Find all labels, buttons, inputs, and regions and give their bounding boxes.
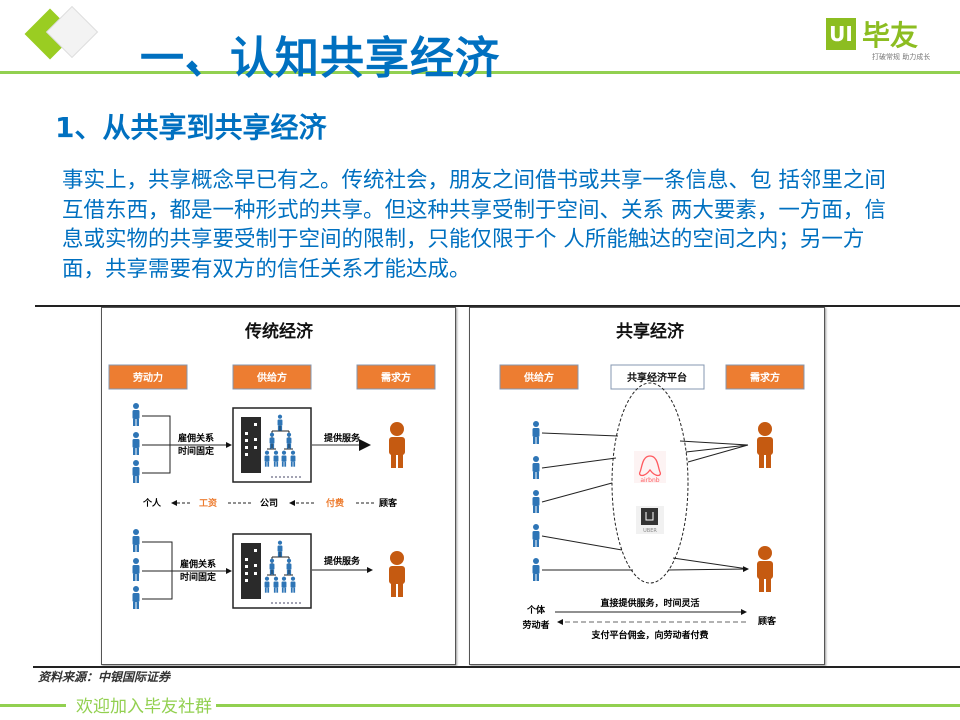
- svg-text:需求方: 需求方: [750, 371, 780, 384]
- customer-icon: [757, 546, 773, 592]
- section-subtitle: 1、从共享到共享经济: [55, 111, 327, 144]
- sharing-title: 共享经济: [616, 321, 685, 342]
- footer-text: 欢迎加入毕友社群: [76, 697, 212, 717]
- traditional-economy-diagram: 传统经济 劳动力 供给方 需求方 雇佣关系 时间固定 提供服务 个人 工资 公司…: [101, 307, 456, 665]
- logo: UI 毕友 打破常规 助力成长: [826, 14, 930, 62]
- svg-text:需求方: 需求方: [381, 371, 411, 384]
- company-building-icon: [233, 408, 311, 482]
- svg-text:供给方: 供给方: [523, 371, 554, 384]
- svg-text:劳动力: 劳动力: [133, 371, 163, 384]
- commission-text: 支付平台佣金，向劳动者付费: [590, 629, 708, 641]
- svg-text:airbnb: airbnb: [640, 477, 659, 484]
- customer-icon: [757, 422, 773, 468]
- customer-label: 顾客: [758, 615, 777, 627]
- svg-text:提供服务: 提供服务: [324, 432, 361, 444]
- svg-text:顾客: 顾客: [379, 497, 398, 509]
- worker-label: 劳动者: [522, 619, 549, 631]
- logo-name: 毕友: [862, 19, 919, 52]
- company-building-icon: [233, 534, 311, 608]
- svg-text:供给方: 供给方: [256, 371, 287, 384]
- worker-icon: [132, 460, 140, 483]
- worker-icon: [132, 558, 140, 581]
- content-divider-bottom: [33, 666, 960, 668]
- supplier-icons: [532, 421, 540, 581]
- sharing-economy-diagram: 共享经济 供给方 共享经济平台 需求方 airbnb UBER 个体 劳动者 直…: [469, 307, 825, 665]
- svg-text:雇佣关系: 雇佣关系: [178, 432, 214, 444]
- money-flow: 个人 工资 公司 付费 顾客: [142, 497, 398, 509]
- worker-label: 个体: [526, 604, 546, 616]
- employment-group-1: 雇佣关系 时间固定 提供服务: [132, 403, 405, 483]
- worker-icon: [132, 403, 140, 426]
- svg-text:公司: 公司: [260, 498, 278, 509]
- source-note: 资料来源：中银国际证券: [38, 670, 171, 684]
- content-divider-top: [35, 305, 960, 307]
- page-title: 一、认知共享经济: [140, 33, 500, 84]
- svg-text:提供服务: 提供服务: [324, 555, 361, 567]
- decorative-diamonds: [24, 5, 99, 60]
- footer-line-left: [0, 704, 66, 707]
- svg-text:UBER: UBER: [643, 528, 657, 534]
- airbnb-logo: airbnb: [634, 451, 666, 484]
- connection-lines: [541, 432, 748, 570]
- label-demand: 需求方: [725, 364, 805, 390]
- label-platform: 共享经济平台: [610, 364, 705, 390]
- svg-text:个人: 个人: [142, 497, 162, 509]
- svg-text:工资: 工资: [199, 497, 217, 509]
- worker-icon: [132, 432, 140, 455]
- uber-logo: UBER: [636, 506, 664, 534]
- svg-text:时间固定: 时间固定: [180, 571, 217, 583]
- logo-tagline: 打破常规 助力成长: [872, 53, 931, 61]
- svg-text:付费: 付费: [326, 497, 344, 509]
- label-labor: 劳动力: [108, 364, 188, 390]
- customer-icon: [389, 551, 405, 597]
- svg-text:雇佣关系: 雇佣关系: [180, 558, 216, 570]
- header-divider: [0, 71, 960, 74]
- label-supply: 供给方: [499, 364, 579, 390]
- worker-icon: [132, 529, 140, 552]
- svg-text:时间固定: 时间固定: [178, 445, 215, 457]
- label-demand: 需求方: [356, 364, 436, 390]
- direct-service-text: 直接提供服务，时间灵活: [600, 597, 699, 609]
- section-paragraph: 事实上，共享概念早已有之。传统社会，朋友之间借书或共享一条信息、包 括邻里之间互…: [62, 168, 886, 282]
- customer-icon: [389, 422, 405, 468]
- logo-mark: UI: [826, 18, 856, 50]
- worker-icon: [132, 586, 140, 609]
- employment-group-2: 雇佣关系 时间固定 提供服务: [132, 529, 405, 609]
- traditional-title: 传统经济: [244, 321, 314, 342]
- svg-text:共享经济平台: 共享经济平台: [627, 371, 687, 384]
- footer-line-right: [216, 704, 960, 707]
- label-supply: 供给方: [232, 364, 312, 390]
